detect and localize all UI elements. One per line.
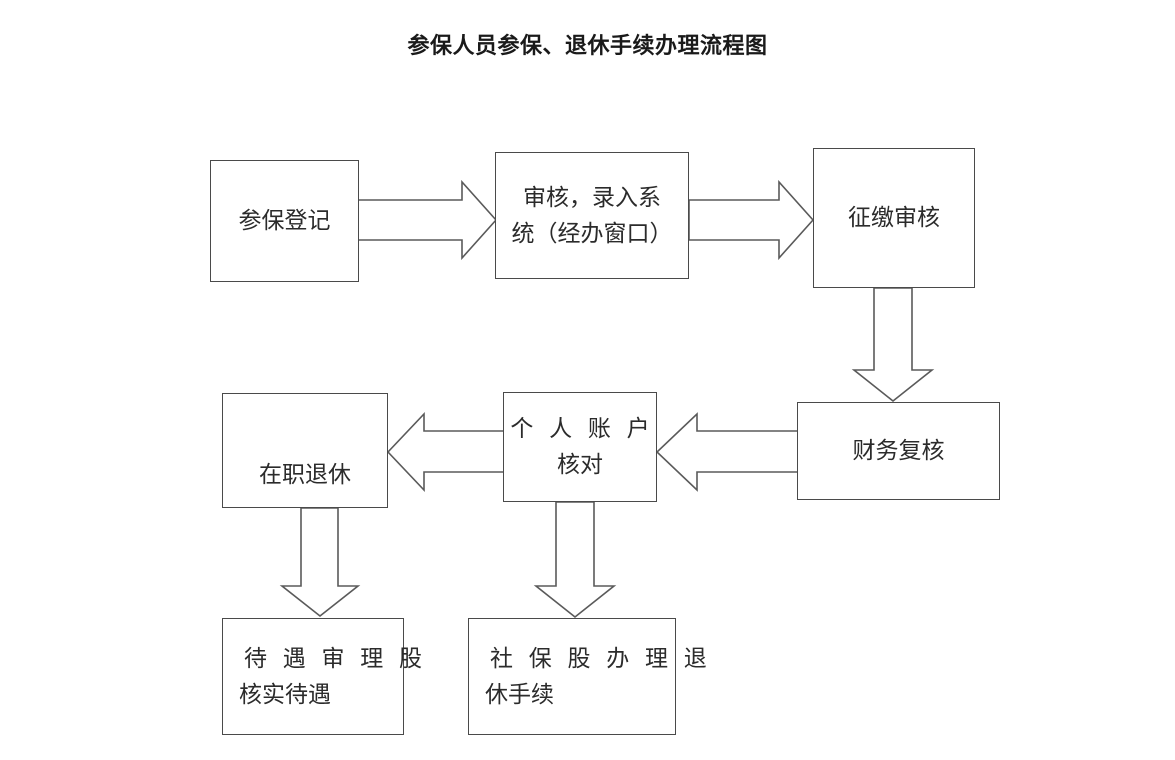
node-geren-zhanghu-hedui[interactable]: 个 人 账 户 核对	[503, 392, 657, 502]
node-zhengjiao-shenhe-line1: 征缴审核	[848, 205, 940, 231]
page-title: 参保人员参保、退休手续办理流程图	[407, 34, 768, 59]
node-geren-zhanghu-hedui-line1: 个 人 账 户	[510, 416, 655, 442]
node-geren-zhanghu-hedui-line2: 核对	[557, 452, 603, 477]
node-zhengjiao-shenhe[interactable]: 征缴审核	[813, 148, 975, 288]
node-shenhe-luru-xitong-line2: 统（经办窗口）	[511, 220, 673, 246]
node-shebao-gu-tuixiu[interactable]: 社 保 股 办 理 退 休手续	[468, 618, 707, 735]
node-shenhe-luru-xitong-line1: 审核，录入系	[523, 184, 661, 210]
arrow-gerenzhanghu-to-shebaogu	[533, 501, 618, 619]
arrow-zhengjiao-to-caiwu	[851, 287, 936, 403]
arrow-zaizhi-to-daiyu-shenli	[279, 507, 362, 618]
node-zaizhi-tuixiu-line1: 在职退休	[259, 462, 351, 488]
arrow-gerenzhanghu-to-zaizhi-tuixiu	[386, 411, 507, 493]
node-shenhe-luru-xitong[interactable]: 审核，录入系 统（经办窗口）	[495, 152, 689, 279]
node-canbao-dengji[interactable]: 参保登记	[210, 160, 359, 282]
arrow-caiwu-to-gerenzhanghu	[655, 412, 800, 492]
node-caiwu-fuhe[interactable]: 财务复核	[797, 402, 1000, 500]
node-canbao-dengji-line1: 参保登记	[238, 208, 331, 234]
node-daiyu-shenli-gu[interactable]: 待 遇 审 理 股 核实待遇	[222, 618, 422, 735]
node-daiyu-shenli-gu-line2: 核实待遇	[239, 681, 331, 707]
node-shebao-gu-tuixiu-line1: 社 保 股 办 理 退	[490, 645, 712, 671]
arrow-shenhe-to-zhengjiao	[688, 179, 815, 261]
node-zaizhi-tuixiu[interactable]: 在职退休	[222, 393, 388, 508]
arrow-canbao-to-shenhe	[357, 179, 498, 261]
node-daiyu-shenli-gu-line1: 待 遇 审 理 股	[244, 645, 427, 671]
node-caiwu-fuhe-line1: 财务复核	[852, 438, 945, 464]
node-shebao-gu-tuixiu-line2: 休手续	[485, 681, 554, 707]
